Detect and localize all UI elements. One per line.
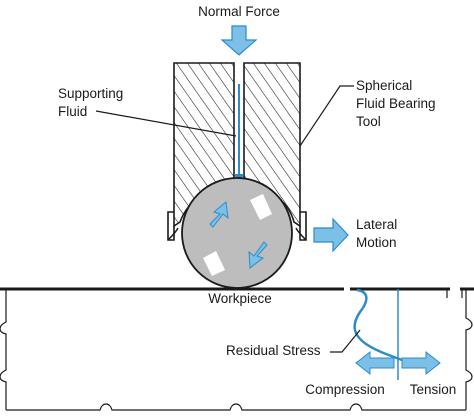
rotation-arrow-lower-right [248, 241, 268, 269]
ball-highlight-bottom-left [203, 251, 225, 276]
residual-stress-leader [330, 329, 361, 353]
tool-label-line1: Spherical [356, 78, 412, 93]
supporting-fluid-label-line1: Supporting [58, 86, 123, 101]
workpiece [0, 287, 474, 411]
compression-arrow [355, 350, 395, 376]
tension-label: Tension [410, 382, 457, 397]
supporting-fluid-leader [95, 110, 237, 137]
tool-label-line3: Tool [356, 114, 381, 129]
tool-leader [299, 85, 354, 147]
tension-arrow [401, 350, 441, 376]
supporting-fluid-label-line2: Fluid [58, 104, 87, 119]
normal-force-arrow [220, 25, 258, 56]
residual-stress-curve [353, 288, 403, 362]
tool-label-line2: Fluid Bearing [356, 96, 436, 111]
spherical-ball [181, 177, 293, 289]
compression-label: Compression [305, 382, 385, 397]
lateral-motion-arrow [313, 217, 349, 253]
residual-stress-label: Residual Stress [226, 343, 321, 358]
ball-highlight-top-right [250, 194, 272, 220]
workpiece-label: Workpiece [208, 291, 272, 306]
lateral-motion-label-line1: Lateral [356, 217, 397, 232]
rotation-arrow-upper-left [209, 201, 229, 228]
normal-force-label: Normal Force [198, 4, 280, 19]
lateral-motion-label-line2: Motion [356, 235, 397, 250]
